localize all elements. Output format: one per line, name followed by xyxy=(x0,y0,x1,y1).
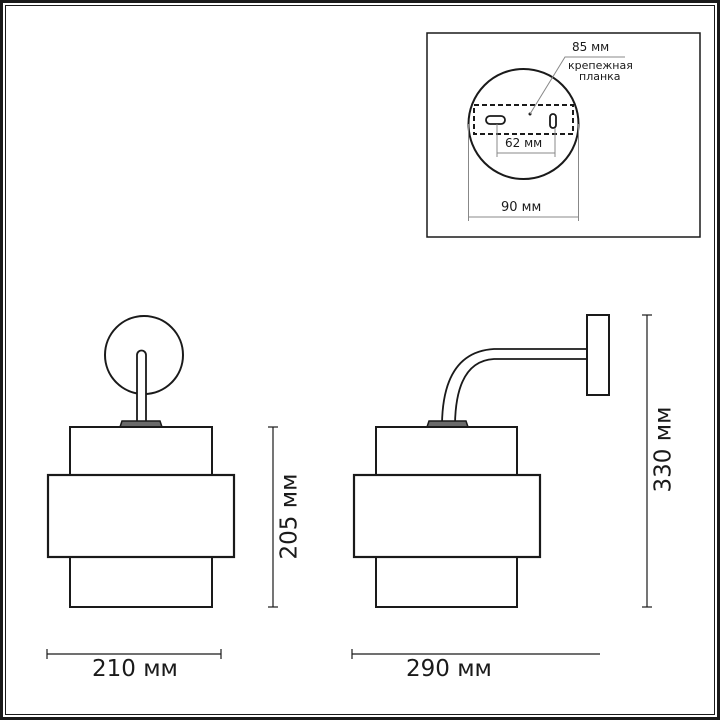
side-arm xyxy=(441,348,587,425)
hole-spacing-label: 62 мм xyxy=(505,136,543,150)
oval-hole-icon xyxy=(549,113,557,129)
front-height-label-wrap: 205 мм xyxy=(230,473,350,559)
side-lower-cylinder xyxy=(375,556,518,608)
mounting-plate-label-line2: планка xyxy=(579,70,621,83)
side-depth-label: 290 мм xyxy=(406,656,492,682)
front-upper-cylinder xyxy=(69,426,213,476)
mounting-plate-label-line1: крепежная xyxy=(568,59,633,72)
inner-frame xyxy=(5,5,715,715)
front-middle-band xyxy=(46,473,236,559)
dim-90-lines xyxy=(468,124,579,221)
side-height-label-wrap: 330 мм xyxy=(604,406,720,492)
side-wallplate xyxy=(586,314,610,396)
front-height-label: 205 мм xyxy=(276,473,303,559)
side-height-label: 330 мм xyxy=(650,406,677,492)
dim-330-line xyxy=(642,314,652,608)
dim-62-lines xyxy=(496,124,556,157)
slot-hole-icon xyxy=(485,115,506,125)
dim-290-line xyxy=(351,649,600,659)
dim-210-line xyxy=(46,649,222,659)
dim-205-line xyxy=(268,426,278,608)
side-upper-cylinder xyxy=(375,426,518,476)
front-lower-cylinder xyxy=(69,556,213,608)
side-middle-band xyxy=(352,473,542,559)
front-width-label: 210 мм xyxy=(92,656,178,682)
leader-line xyxy=(529,56,625,115)
inset-box xyxy=(426,32,701,238)
mounting-base-circle xyxy=(467,68,580,180)
front-stem xyxy=(136,349,147,424)
base-diameter-label: 90 мм xyxy=(501,200,542,215)
mounting-plate-size-label: 85 мм xyxy=(572,40,610,54)
mounting-plate-dashed xyxy=(473,104,574,135)
